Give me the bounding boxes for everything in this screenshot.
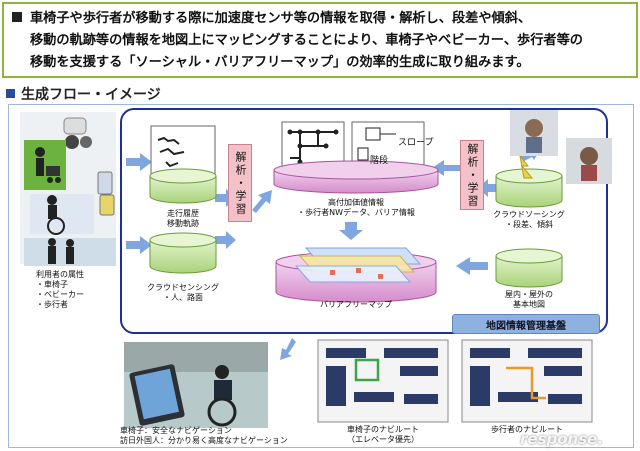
arrow-analysis-to-highvalue-right <box>432 160 460 176</box>
db-high-value <box>273 121 439 194</box>
arrow-cloud-to-analysis <box>215 231 236 249</box>
gis-platform-box: 地図情報管理基盤 <box>452 314 600 334</box>
stroller-person-icon <box>24 140 66 190</box>
arrow-crowd-to-analysis <box>478 179 496 197</box>
crowd-sourcing-label: クラウドソーシング ・段差、傾斜 <box>493 210 565 229</box>
walkers-silhouette-icon <box>24 238 116 266</box>
slope-label: スロープ <box>398 138 434 148</box>
intro-box: 車椅子や歩行者が移動する際に加速度センサ等の情報を取得・解析し、段差や傾斜、 移… <box>2 2 638 78</box>
arrow-users-to-cloud <box>126 236 152 254</box>
phone-icon <box>97 171 115 216</box>
travel-history-label: 走行履歴 移動軌跡 <box>167 209 199 228</box>
arrow-highvalue-to-map <box>339 222 363 240</box>
base-map-label: 屋内・屋外の 基本地図 <box>505 290 553 309</box>
route-map-pedestrian <box>461 339 593 423</box>
navigation-caption: 車椅子：安全なナビゲーション 訪日外国人：分かり易く高度なナビゲーション <box>120 426 288 445</box>
bullet-square-icon <box>6 89 15 98</box>
intro-line-3: 移動を支援する「ソーシャル・バリアフリーマップ」の効率的生成に取り組みます。 <box>30 55 530 70</box>
high-value-label: 高付加価値情報 ・歩行者NWデータ、バリア情報 <box>297 198 415 217</box>
db-travel-history <box>149 125 217 204</box>
intro-line-2: 移動の軌跡等の情報を地図上にマッピングすることにより、車椅子やベビーカー、歩行者… <box>30 33 583 48</box>
barrier-free-map-label: バリアフリーマップ <box>320 300 392 309</box>
wheelchair-robot-icon <box>63 117 92 149</box>
cloud-sensing-label: クラウドセンシング ・人、路面 <box>147 283 219 302</box>
route-map-wheelchair <box>317 339 449 423</box>
route-pedestrian-caption: 歩行者のナビルート <box>491 425 563 434</box>
route-wheelchair-caption: 車椅子のナビルート （エレベータ優先） <box>347 425 419 444</box>
watermark-logo: response. <box>520 430 604 448</box>
analysis-right-box: 解析・学習 <box>460 140 484 210</box>
user-photos <box>20 112 116 266</box>
arrow-to-navigation <box>280 338 296 360</box>
db-barrier-free-map <box>275 247 437 303</box>
db-base-map <box>495 248 563 288</box>
intro-line-1: 車椅子や歩行者が移動する際に加速度センサ等の情報を取得・解析し、段差や傾斜、 <box>12 8 628 30</box>
phone-user-photos <box>510 110 612 184</box>
section-title: 生成フロー・イメージ <box>6 84 161 104</box>
arrow-users-to-travel <box>126 153 152 171</box>
analysis-left-box: 解析・学習 <box>228 144 252 222</box>
user-attributes: 利用者の属性 ・車椅子 ・ベビーカー ・歩行者 <box>36 270 84 309</box>
layered-map-icon <box>294 247 422 283</box>
wheelchair-user-icon <box>30 194 94 235</box>
arrow-analysis-to-highvalue <box>252 190 272 213</box>
steps-label: 階段 <box>370 156 389 166</box>
signal-icon <box>519 155 534 179</box>
navigation-photo <box>124 342 268 428</box>
db-cloud-sensing <box>149 232 217 274</box>
bullet-square-icon <box>12 12 22 22</box>
db-crowd-sourcing <box>495 168 563 208</box>
arrow-basemap-to-map <box>456 257 488 275</box>
